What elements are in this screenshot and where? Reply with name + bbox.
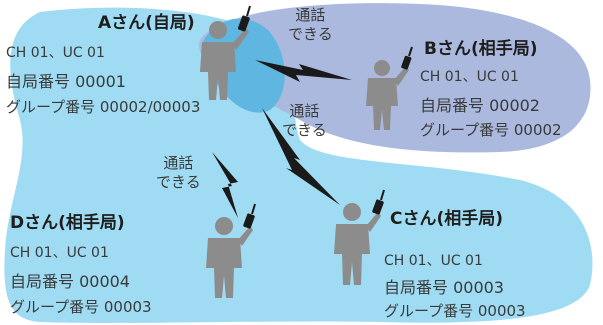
link-ad-caption-line2: できる: [156, 173, 201, 191]
handheld-radio-icon: [243, 203, 256, 229]
station-b-channel: CH 01、UC 01: [420, 69, 519, 85]
station-d-name: Dさん(相手局): [10, 213, 125, 233]
station-b-own-number: 自局番号 00002: [420, 96, 540, 115]
handheld-radio-icon: [401, 46, 413, 70]
link-ab-caption: 通話 できる: [288, 6, 333, 44]
station-c-name: Cさん(相手局): [390, 209, 504, 229]
station-c-channel: CH 01、UC 01: [384, 253, 483, 269]
handheld-radio-icon: [237, 5, 251, 32]
station-c-group-number: グループ番号 00003: [384, 302, 526, 320]
link-ac-caption: 通話 できる: [282, 102, 327, 140]
station-b-coverage-area: [199, 3, 591, 153]
link-ad-caption-line1: 通話: [163, 154, 194, 172]
station-b-name: Bさん(相手局): [424, 39, 538, 59]
station-d-person-icon: [206, 217, 253, 298]
station-d-own-number: 自局番号 00004: [10, 272, 130, 291]
station-a-group-number: グループ番号 00002/00003: [6, 98, 201, 116]
station-b-group-number: グループ番号 00002: [420, 121, 562, 139]
link-ab-caption-line1: 通話: [295, 6, 326, 24]
station-d-group-number: グループ番号 00003: [10, 298, 152, 316]
link-ad-caption: 通話 できる: [156, 154, 201, 192]
handheld-radio-icon: [372, 189, 385, 215]
lightning-bolt-icon: [212, 152, 238, 218]
station-a-name: Aさん(自局): [98, 13, 195, 33]
link-ac-caption-line2: できる: [282, 121, 327, 139]
station-c-own-number: 自局番号 00003: [384, 278, 504, 297]
station-a-own-number: 自局番号 00001: [6, 72, 126, 91]
station-d-channel: CH 01、UC 01: [10, 245, 109, 261]
station-a-person-icon: [200, 21, 249, 100]
link-ab-caption-line2: できる: [288, 25, 333, 43]
station-b-person-icon: [366, 60, 409, 130]
station-a-channel: CH 01、UC 01: [6, 45, 105, 61]
station-c-person-icon: [334, 203, 381, 285]
link-ac-caption-line1: 通話: [289, 102, 320, 120]
lightning-bolt-icon: [255, 60, 352, 82]
